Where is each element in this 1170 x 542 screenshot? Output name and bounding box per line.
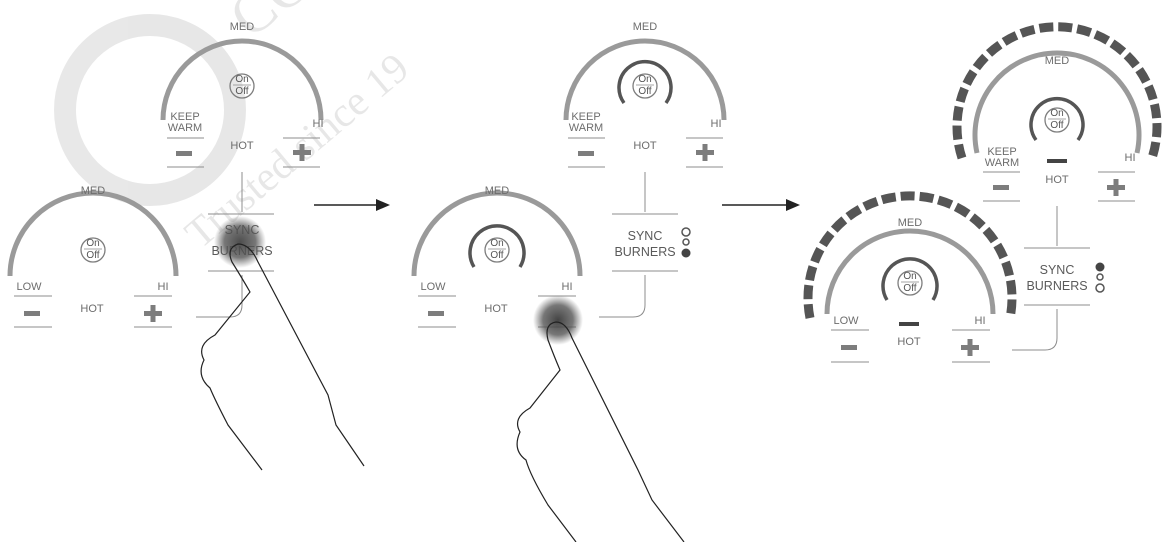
med-label: MED [230,21,255,33]
panel-3: MED On Off KEEP WARM HI HOT [803,22,1162,363]
off-label: Off [638,86,651,97]
top-burner-panel3: MED On Off KEEP WARM HI HOT [952,22,1162,202]
synced-dashed-ring [803,191,1017,319]
low-label: LOW [420,281,446,293]
minus-button[interactable] [983,171,1020,202]
minus-button[interactable] [568,137,605,168]
active-indicator-arc [881,257,939,301]
right-arrow-icon [314,199,390,211]
hi-label: HI [313,118,324,130]
level-indicator [1047,159,1067,163]
hi-label: HI [158,281,169,293]
on-label: On [1050,108,1063,119]
med-label: MED [81,185,106,197]
keep-warm-label: KEEP [170,111,199,123]
keep-warm-label: KEEP [987,146,1016,158]
hot-label: HOT [633,140,657,152]
level-indicator [899,322,919,326]
off-label: Off [903,283,916,294]
keep-warm-label: KEEP [571,111,600,123]
off-label: Off [1050,120,1063,131]
off-label: Off [86,250,99,261]
burner-arc [972,50,1142,154]
on-off-button[interactable]: On Off [229,73,255,99]
burner-arc [824,228,996,315]
plus-button[interactable] [1098,171,1135,202]
panel-2: MED On Off KEEP WARM HI HOT [411,21,727,542]
hi-label: HI [975,315,986,327]
pointing-hand-icon [200,216,365,471]
toggle-dots-icon [1095,262,1105,293]
hi-label: HI [562,281,573,293]
on-label: On [638,74,651,85]
minus-button[interactable] [14,295,52,328]
off-label: Off [235,86,248,97]
top-burner-panel1: MED On Off KEEP WARM HI HOT [160,21,324,168]
burner-arc [563,38,727,121]
hot-label: HOT [1045,174,1069,186]
tap-indicator [533,295,583,345]
pointing-hand-icon [516,295,685,542]
minus-button[interactable] [418,295,456,328]
keep-warm-label-2: WARM [168,122,202,134]
med-label: MED [485,185,510,197]
plus-button[interactable] [686,137,723,168]
on-label: On [490,238,503,249]
sync-burners-button[interactable]: SYNC BURNERS [1026,263,1087,293]
right-arrow-icon [722,199,800,211]
keep-warm-label-2: WARM [985,157,1019,169]
sync-label: SYNC [628,229,663,243]
active-indicator-arc [468,224,526,268]
keep-warm-label-2: WARM [569,122,603,134]
off-label: Off [490,250,503,261]
med-label: MED [1045,55,1070,67]
hot-label: HOT [80,303,104,315]
hi-label: HI [1125,152,1136,164]
active-indicator-arc [617,60,673,105]
hot-label: HOT [230,140,254,152]
sync-label: SYNC [1040,263,1075,277]
synced-dashed-ring [952,22,1162,160]
bottom-burner-panel3: MED On Off LOW HI HOT [803,191,1017,363]
plus-button[interactable] [134,295,172,328]
on-off-button[interactable]: On Off [80,237,106,263]
low-label: LOW [16,281,42,293]
tap-indicator [214,216,266,268]
on-off-button[interactable]: On Off [897,270,923,296]
hi-label: HI [711,118,722,130]
plus-button[interactable] [952,329,990,363]
low-label: LOW [833,315,859,327]
toggle-dots-icon [681,227,691,258]
med-label: MED [633,21,658,33]
hot-label: HOT [897,336,921,348]
burners-label: BURNERS [614,245,675,259]
bottom-burner-panel2: MED On Off LOW HI HOT [411,185,583,328]
active-indicator-arc [1029,97,1085,142]
panel-1: MED On Off KEEP WARM HI HOT [7,21,365,471]
minus-button[interactable] [831,329,869,363]
burner-arc [160,38,324,121]
on-off-button[interactable]: On Off [484,237,510,263]
on-label: On [903,271,916,282]
burner-arc [7,190,179,277]
on-label: On [86,238,99,249]
on-off-button[interactable]: On Off [632,73,658,99]
minus-button[interactable] [167,137,204,168]
med-label: MED [898,217,923,229]
burner-arc [411,190,583,277]
bottom-burner-panel1: MED On Off LOW HI HOT [7,185,179,328]
on-off-button[interactable]: On Off [1044,107,1070,133]
plus-button[interactable] [283,137,320,168]
burners-label: BURNERS [1026,279,1087,293]
hot-label: HOT [484,303,508,315]
sync-burners-button[interactable]: SYNC BURNERS [614,229,675,259]
top-burner-panel2: MED On Off KEEP WARM HI HOT [563,21,727,168]
on-label: On [235,74,248,85]
